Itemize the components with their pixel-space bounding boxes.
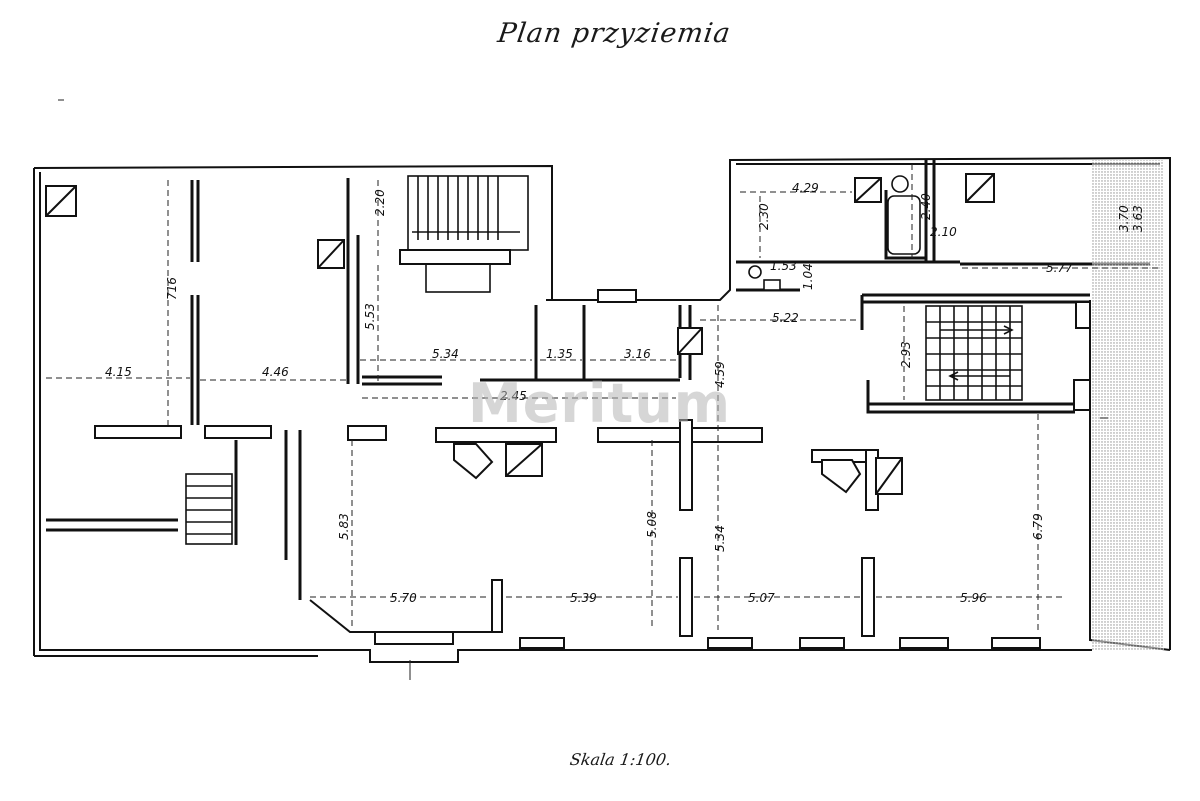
dim-583: 5.83 [337,513,351,540]
dim-370: 3.70 [1117,205,1131,232]
dim-104: 1.04 [801,263,815,290]
axis-marks [58,99,1108,680]
dimension-labels: 716 4.15 4.46 5.53 2.20 5.34 1.35 3.16 2… [105,181,1145,605]
chimney-icons [45,173,995,495]
dim-508: 5.08 [645,511,659,538]
dim-293: 2.93 [899,341,913,368]
interior-walls [46,160,1150,600]
dim-534: 5.34 [432,347,459,361]
dim-553: 5.53 [363,303,377,330]
dim-316: 3.16 [624,347,651,361]
staircase-left [185,473,233,545]
dim-679: 6.79 [1031,513,1045,540]
dim-363: 3.63 [1131,205,1145,232]
dim-570: 5.70 [390,591,417,605]
dim-522: 5.22 [772,311,799,325]
dim-429: 4.29 [792,181,819,195]
staircase-top [407,175,529,293]
dimension-lines [46,164,1158,630]
dim-534b: 5.34 [713,525,727,552]
dim-716: 716 [165,277,179,300]
dim-459: 4.59 [713,361,727,388]
dim-220: 2.20 [373,189,387,216]
dim-240: 2.40 [919,193,933,220]
dim-539: 5.39 [570,591,597,605]
dim-135: 1.35 [546,347,573,361]
dim-446: 4.46 [262,365,289,379]
outer-walls [33,156,1171,663]
dim-577: 5.77 [1046,261,1073,275]
scale-label: Skala 1:100. [568,750,673,769]
dim-245: 2.45 [500,389,527,403]
dim-153: 1.53 [770,259,797,273]
dim-415: 4.15 [105,365,132,379]
bathroom-fixtures [748,175,921,291]
dim-230: 2.30 [757,203,771,230]
dim-210: 2.10 [930,225,957,239]
dim-596: 5.96 [960,591,987,605]
scan-shadow [1092,160,1164,650]
dim-507: 5.07 [748,591,775,605]
staircase-right [925,305,1023,401]
watermark: Meritum [468,372,732,435]
